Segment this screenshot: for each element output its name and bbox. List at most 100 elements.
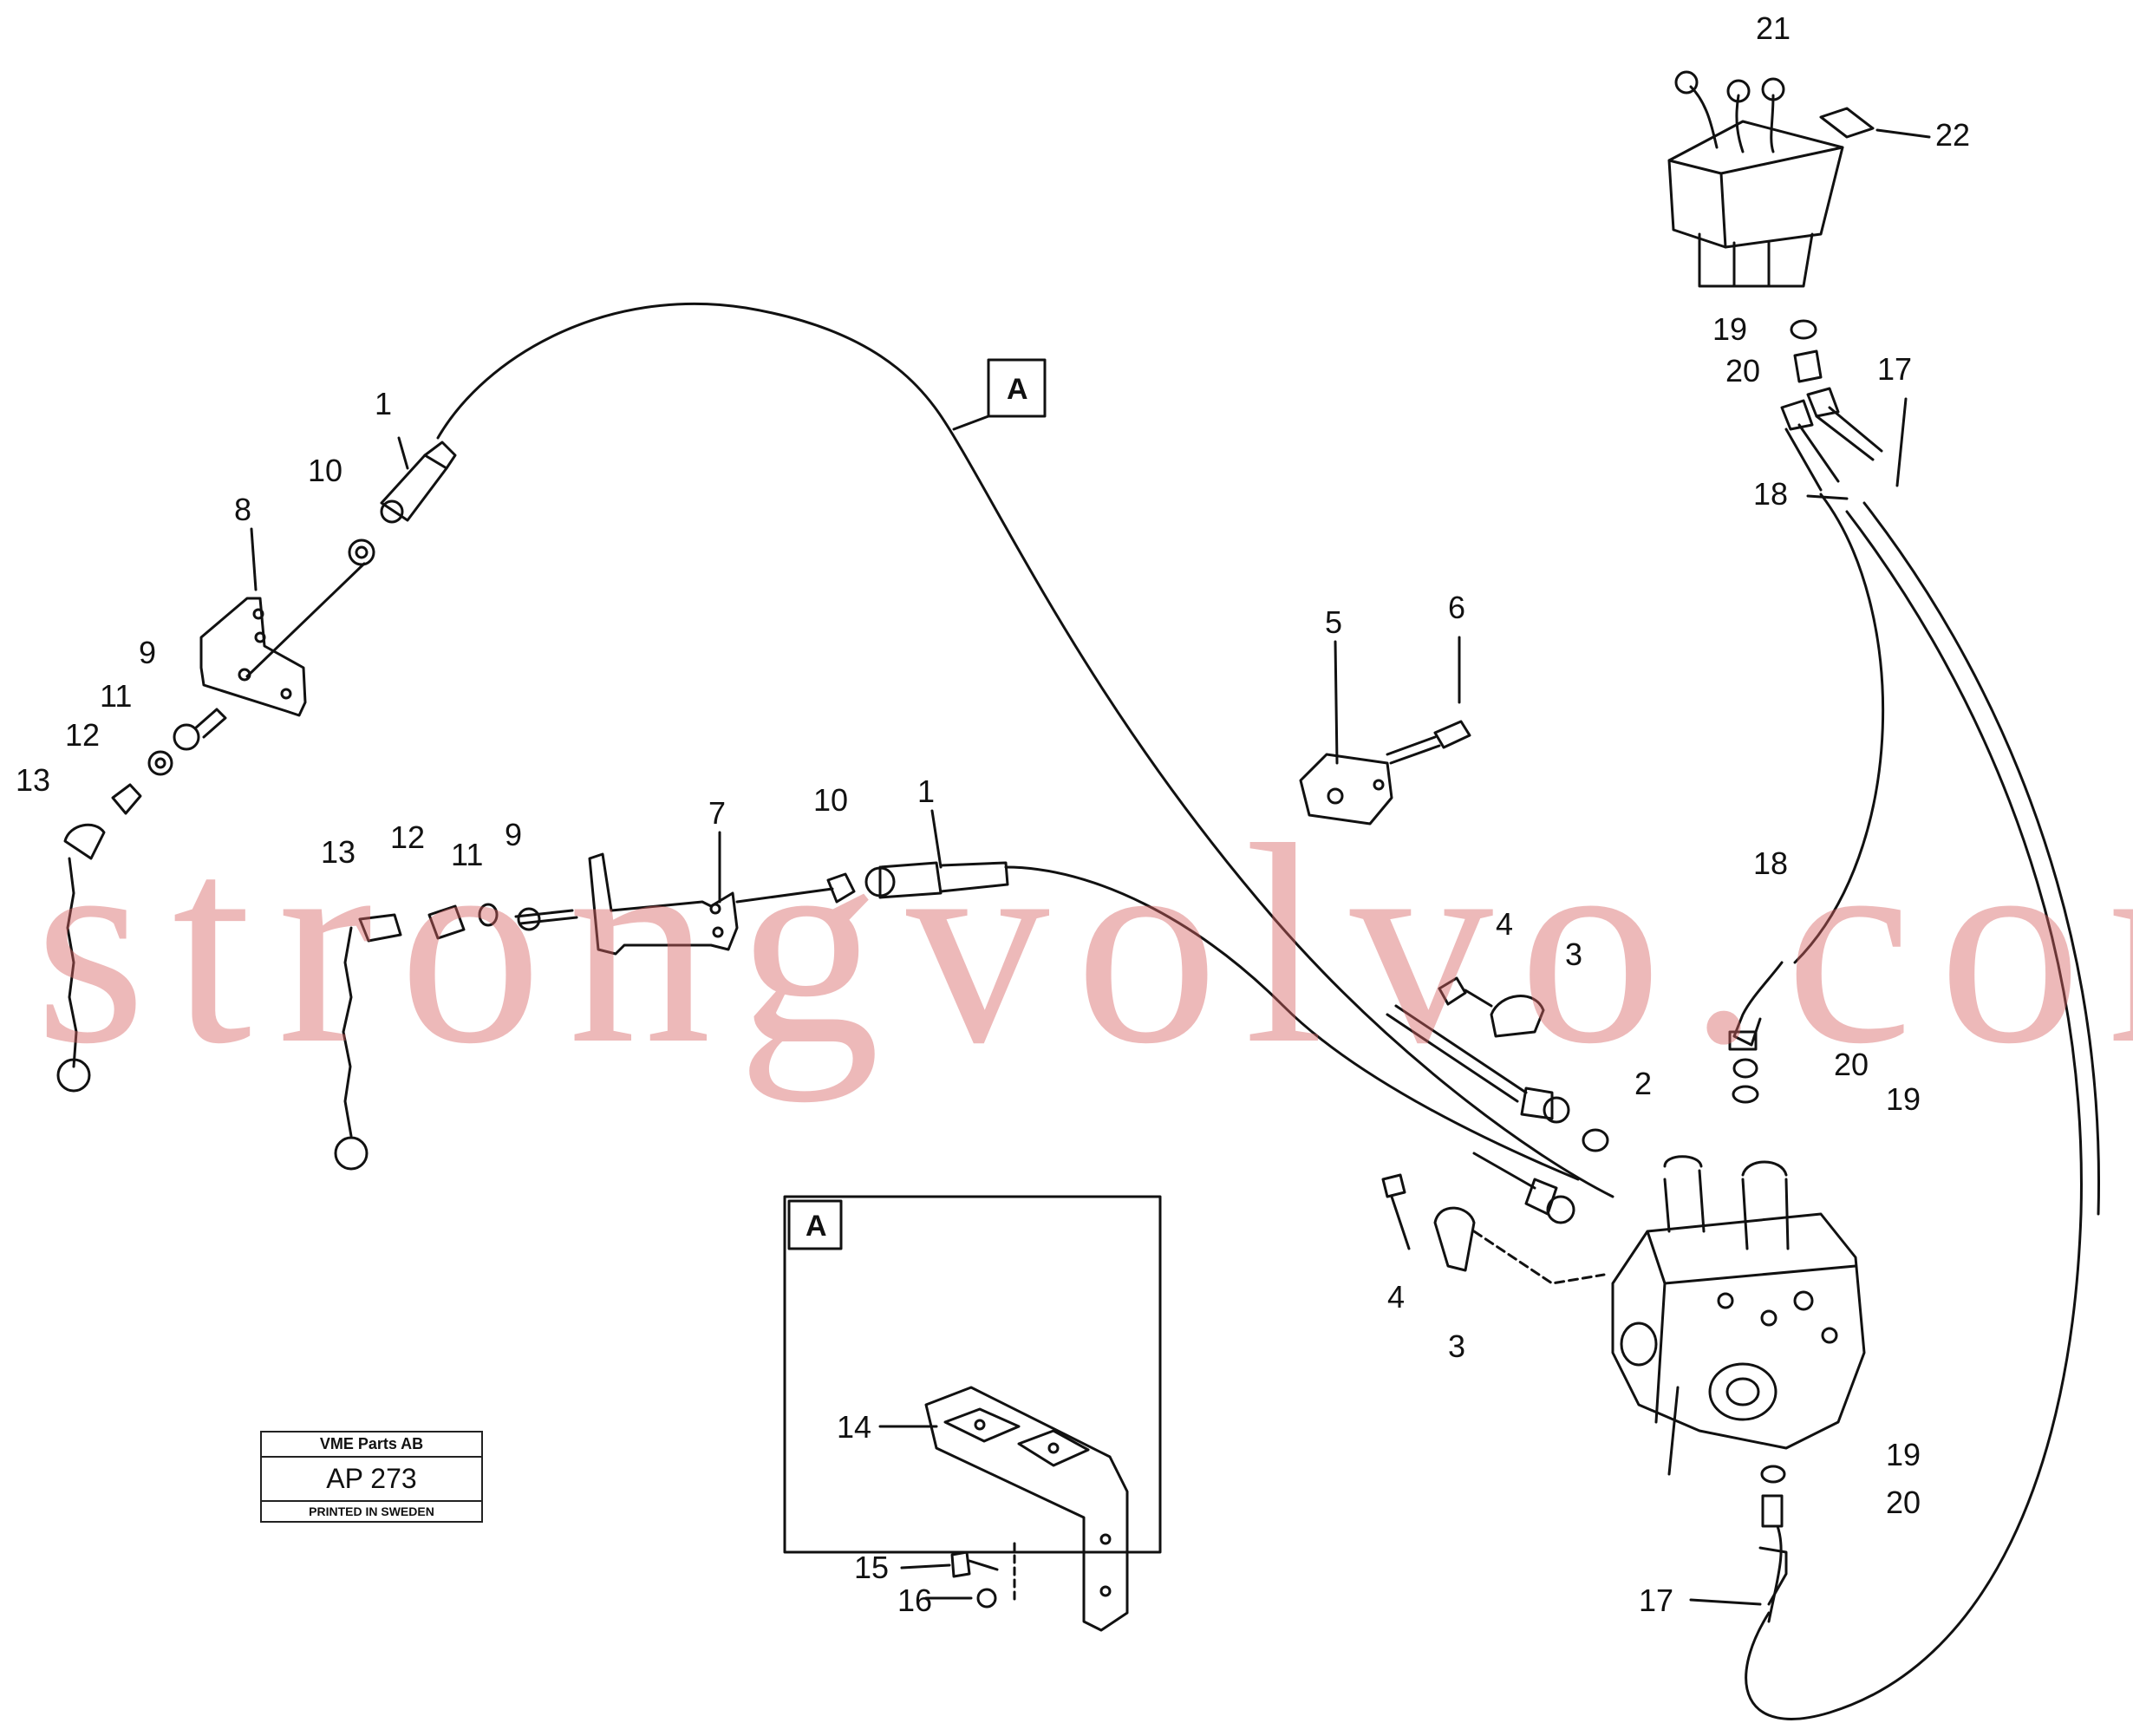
washer-16 <box>976 1588 997 1609</box>
spring-9-mid <box>514 909 578 925</box>
detail-a-frame <box>783 1195 1162 1554</box>
control-valve <box>1611 1155 1866 1450</box>
detail-a-tag <box>787 1199 843 1250</box>
bracket-8 <box>199 597 307 717</box>
callout-9: 9 <box>139 635 156 670</box>
leader-15 <box>900 1563 951 1570</box>
callout-7: 7 <box>708 795 726 831</box>
bolt-6 <box>1386 720 1471 765</box>
bracket-14 <box>924 1386 1129 1632</box>
callout-5: 5 <box>1325 604 1342 640</box>
leader-18r <box>1806 494 1849 500</box>
clamp-3-upper <box>1490 995 1545 1038</box>
leader-17r <box>1895 397 1908 487</box>
callout-14: 14 <box>837 1409 871 1445</box>
fitting-20-lower <box>1761 1494 1784 1528</box>
detail-a-label: A <box>806 1210 827 1243</box>
callout-13b: 13 <box>321 834 356 870</box>
nut-10-top <box>348 538 375 566</box>
ring-2 <box>1582 1128 1609 1152</box>
leader-22 <box>1875 128 1931 139</box>
bolt-15 <box>950 1550 999 1578</box>
callout-17a: 17 <box>1877 351 1912 387</box>
hose-lower <box>1767 1524 1783 1623</box>
callout-11b: 11 <box>451 837 483 872</box>
bracket-7 <box>588 852 739 956</box>
callout-9b: 9 <box>505 817 522 852</box>
callout-12b: 12 <box>390 819 425 855</box>
fitting-18-top <box>1780 399 1840 492</box>
leader-1a <box>397 436 409 470</box>
leader-17b <box>1689 1598 1762 1606</box>
nut-10-mid <box>826 872 856 904</box>
control-cable-upper <box>436 302 1614 1198</box>
stamp-printed: PRINTED IN SWEDEN <box>309 1504 434 1518</box>
callout-13: 13 <box>16 762 50 798</box>
callout-1b: 1 <box>917 773 935 809</box>
callout-20a: 20 <box>1725 353 1760 388</box>
washer-19-top <box>1790 319 1817 340</box>
callout-21: 21 <box>1756 10 1791 46</box>
bolt-4-upper <box>1438 976 1493 1008</box>
hose-middle <box>1793 493 1885 964</box>
title-stamp: VME Parts AB AP 273 PRINTED IN SWEDEN <box>260 1431 483 1523</box>
callout-15: 15 <box>854 1550 889 1585</box>
decal-22 <box>1819 107 1875 139</box>
cable-a-label: A <box>1007 373 1028 406</box>
callout-10b: 10 <box>813 782 848 818</box>
callout-11: 11 <box>100 678 132 714</box>
elbow-17-lower <box>1758 1546 1788 1606</box>
callout-20b: 20 <box>1834 1047 1869 1082</box>
cable-a-tag <box>987 358 1047 418</box>
bolt-4-lower <box>1381 1173 1411 1250</box>
leader-5 <box>1334 640 1339 765</box>
leader-8 <box>250 527 258 591</box>
callout-19a: 19 <box>1712 311 1747 347</box>
washer-20-right <box>1732 1058 1758 1079</box>
control-cable-lower <box>1004 865 1580 1181</box>
callout-4b: 4 <box>1387 1279 1405 1315</box>
callout-2: 2 <box>1634 1066 1652 1101</box>
washer-19-lower <box>1760 1465 1786 1484</box>
callout-10: 10 <box>308 453 342 488</box>
leader-1b <box>930 809 943 869</box>
callout-22: 22 <box>1935 117 1970 153</box>
callout-20c: 20 <box>1886 1485 1921 1520</box>
callout-17b: 17 <box>1639 1583 1673 1618</box>
fitting-1-mid <box>864 861 1009 899</box>
chain-top <box>66 857 78 1068</box>
clamp-3-lower <box>1433 1206 1476 1272</box>
hose-right-b <box>1862 501 2101 1216</box>
callout-1: 1 <box>375 386 392 421</box>
callout-3b: 3 <box>1448 1328 1465 1364</box>
cap-13-top <box>63 823 106 860</box>
elbow-18-right <box>1732 961 1784 1047</box>
callout-4a: 4 <box>1496 906 1513 942</box>
callout-19b: 19 <box>1886 1081 1921 1117</box>
fitting-20-top <box>1793 349 1823 383</box>
washer-11-mid <box>478 903 499 927</box>
callout-19c: 19 <box>1886 1437 1921 1472</box>
fitting-17-top <box>1806 387 1883 461</box>
callout-3a: 3 <box>1565 937 1582 972</box>
fitting-1-top <box>380 441 457 524</box>
chain-mid <box>342 926 353 1138</box>
nut-9-top <box>173 723 200 751</box>
callout-6: 6 <box>1448 590 1465 625</box>
nut-12-top <box>111 783 142 815</box>
callout-18b: 18 <box>1753 845 1788 881</box>
callout-16: 16 <box>897 1583 932 1618</box>
pilot-control <box>1667 70 1844 288</box>
callout-labels: 1 10 8 9 11 12 13 13 12 11 9 7 10 1 5 6 … <box>16 10 1970 1618</box>
callout-8: 8 <box>234 492 251 527</box>
nut-9-mid <box>517 907 541 931</box>
stamp-code: AP 273 <box>262 1458 481 1502</box>
washer-11-top <box>147 750 173 776</box>
stamp-company: VME Parts AB <box>262 1433 481 1458</box>
leader-valve <box>1667 1386 1680 1476</box>
cap-13-mid <box>358 913 402 943</box>
callout-12: 12 <box>65 717 100 753</box>
block-5 <box>1299 753 1393 826</box>
hose-right <box>1745 510 2083 1720</box>
washer-19-right <box>1732 1085 1759 1104</box>
